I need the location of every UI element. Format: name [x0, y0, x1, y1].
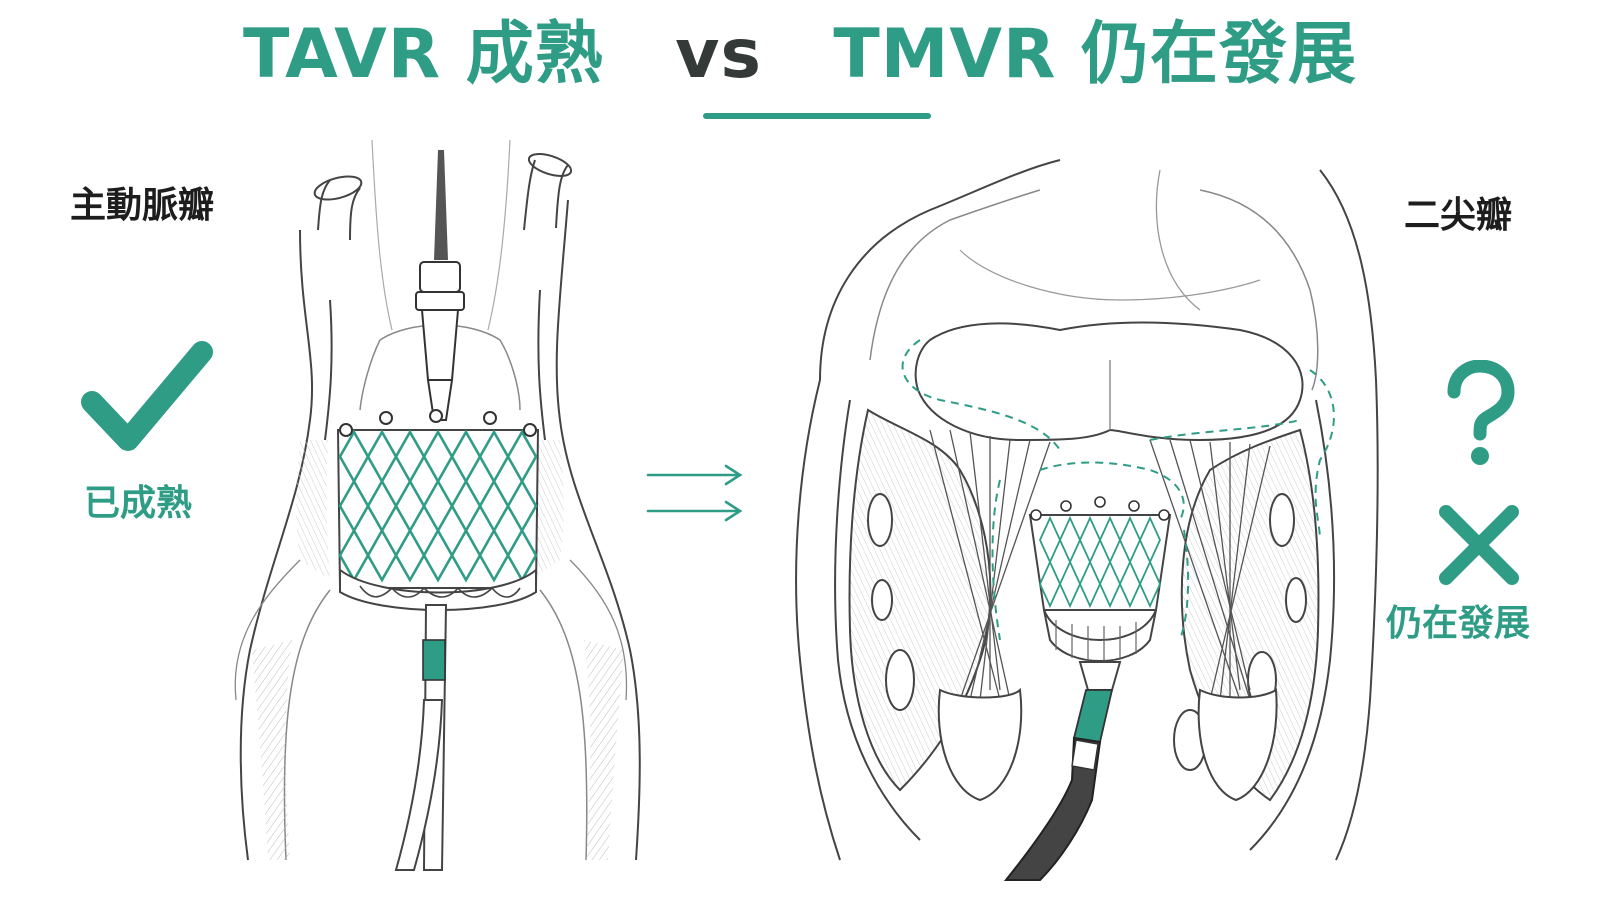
title-tavr: TAVR 成熟: [242, 15, 604, 94]
check-icon: [81, 341, 213, 451]
tmvr-valve: [1028, 496, 1172, 691]
delivery-catheter-top: [415, 150, 465, 421]
mitral-illustration: [795, 159, 1379, 861]
question-icon: [1447, 360, 1515, 465]
aortic-illustration: [234, 139, 641, 861]
transition-arrows: [646, 464, 743, 522]
status-developing-label: 仍在發展: [1386, 603, 1531, 644]
tavr-valve-frame: [336, 409, 540, 611]
title-tmvr: TMVR 仍在發展: [833, 15, 1358, 94]
mitral-valve-heading: 二尖瓣: [1404, 195, 1513, 236]
stent-lattice: [1039, 515, 1161, 609]
title-vs: vs: [675, 15, 762, 94]
delivery-catheter-bottom: [394, 604, 448, 871]
tmvr-catheter: [1003, 689, 1114, 881]
title-underline: [703, 113, 931, 119]
aortic-valve-heading: 主動脈瓣: [70, 185, 215, 226]
cross-icon: [1439, 505, 1519, 585]
status-mature-label: 已成熟: [84, 483, 193, 524]
page-title: TAVR 成熟 vs TMVR 仍在發展: [0, 14, 1600, 96]
